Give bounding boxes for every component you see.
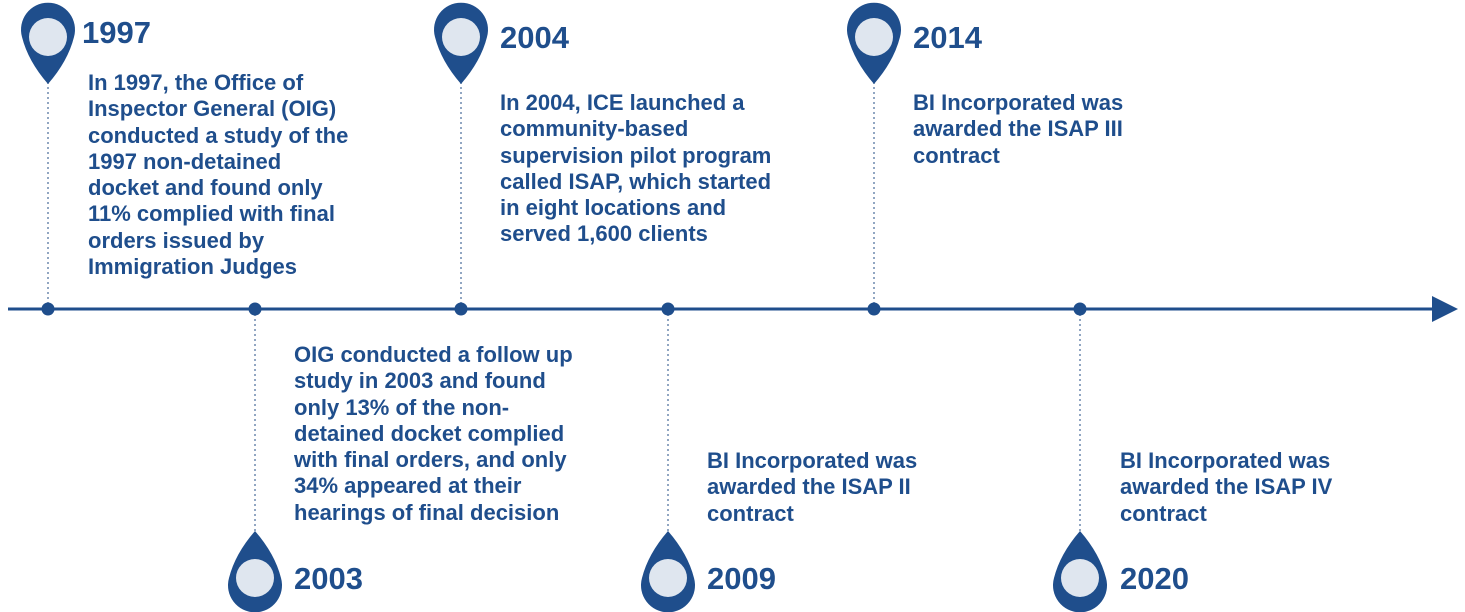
description-line: awarded the ISAP IV	[1120, 474, 1333, 500]
description-line: BI Incorporated was	[913, 90, 1124, 115]
description-line: Immigration Judges	[88, 254, 298, 280]
pin-marker-center-2004	[442, 18, 480, 56]
description-line: study in 2003 and found	[294, 368, 546, 394]
timeline-dot-2009	[661, 302, 675, 316]
description-line: In 2004, ICE launched a	[500, 90, 745, 115]
timeline-dot-2020	[1073, 302, 1087, 316]
year-label-2020: 2020	[1120, 561, 1189, 596]
description-line: docket and found only	[88, 175, 323, 201]
year-label-2004: 2004	[500, 20, 569, 55]
year-label-2014: 2014	[913, 20, 982, 55]
event-description-2004: In 2004, ICE launched a community-based …	[500, 90, 771, 248]
description-line: conducted a study of the	[88, 122, 349, 148]
year-label-1997: 1997	[82, 15, 151, 50]
description-line: only 13% of the non-	[294, 394, 510, 420]
description-line: awarded the ISAP III	[913, 116, 1123, 142]
description-line: orders issued by	[88, 227, 265, 253]
description-line: In 1997, the Office of	[88, 70, 304, 95]
description-line: contract	[707, 500, 794, 526]
description-line: with final orders, and only	[294, 447, 567, 473]
description-line: called ISAP, which started	[500, 168, 772, 194]
timeline-dot-2004	[454, 302, 468, 316]
description-line: BI Incorporated was	[707, 448, 918, 473]
description-line: contract	[1120, 500, 1207, 526]
event-description-2020: BI Incorporated was awarded the ISAP IV …	[1120, 448, 1332, 527]
year-label-2003: 2003	[294, 561, 363, 596]
description-line: community-based	[500, 116, 689, 142]
year-label-2009: 2009	[707, 561, 776, 596]
pin-marker-center-2003	[236, 559, 274, 597]
description-line: contract	[913, 142, 1000, 168]
pin-marker-center-2014	[855, 18, 893, 56]
event-description-2014: BI Incorporated was awarded the ISAP III…	[913, 90, 1123, 169]
description-line: BI Incorporated was	[1120, 448, 1331, 473]
description-line: awarded the ISAP II	[707, 474, 911, 500]
timeline-dot-1997	[41, 302, 55, 316]
pin-marker-center-1997	[29, 18, 67, 56]
event-description-1997: In 1997, the Office of Inspector General…	[88, 70, 348, 280]
description-line: 1997 non-detained	[88, 148, 282, 174]
pin-marker-center-2009	[649, 559, 687, 597]
description-line: 34% appeared at their	[294, 473, 522, 499]
description-line: 11% complied with final	[88, 201, 335, 227]
description-line: supervision pilot program	[500, 142, 772, 168]
timeline-dot-2014	[867, 302, 881, 316]
description-line: detained docket complied	[294, 420, 565, 446]
pin-marker-center-2020	[1061, 559, 1099, 597]
event-description-2003: OIG conducted a follow up study in 2003 …	[294, 342, 573, 526]
event-description-2009: BI Incorporated was awarded the ISAP II …	[707, 448, 917, 527]
description-line: Inspector General (OIG)	[88, 96, 337, 122]
description-line: hearings of final decision	[294, 499, 560, 525]
timeline-arrowhead	[1432, 296, 1458, 322]
description-line: served 1,600 clients	[500, 221, 708, 247]
description-line: OIG conducted a follow up	[294, 342, 573, 367]
timeline-dot-2003	[248, 302, 262, 316]
description-line: in eight locations and	[500, 195, 727, 221]
